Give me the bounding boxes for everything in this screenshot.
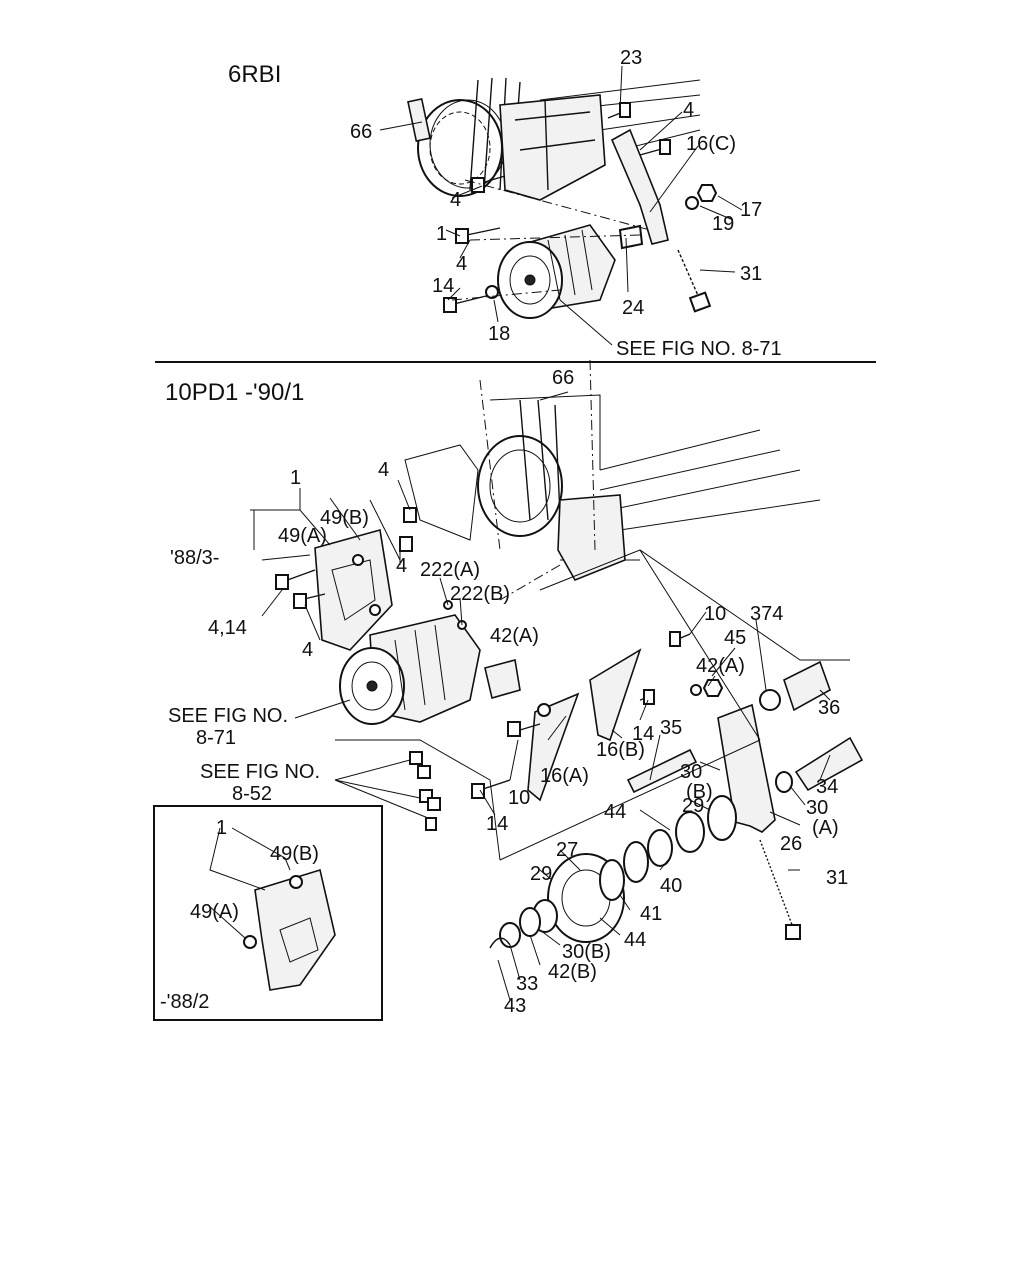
main-callout-1: 1 [290,467,301,489]
main-callout-66: 66 [552,367,574,389]
main-callout-16b: 16(B) [596,739,645,761]
main-callout-44a: 44 [604,801,626,823]
top-bracket [499,94,606,201]
main-callout-26: 26 [780,833,802,855]
main-section-title: 10PD1 -'90/1 [165,379,304,406]
main-callout-49b: 49(B) [320,507,369,529]
top-callout-4c: 4 [456,253,467,275]
top-callout-24: 24 [622,297,644,319]
top-pulley-66 [407,77,521,197]
main-callout-42a-left: 42(A) [490,625,539,647]
main-centre-lines [479,359,596,601]
main-group-outline [335,549,850,861]
top-callout-66: 66 [350,121,372,143]
main-idler-pulley-stack [489,795,737,949]
top-callout-16c: 16(C) [686,133,736,155]
main-see-fig-852-line2: 8-52 [232,783,272,805]
main-callout-10a: 10 [704,603,726,625]
top-callout-18: 18 [488,323,510,345]
top-assembly: 6RBI [228,47,782,360]
main-callout-33: 33 [516,973,538,995]
main-adjust-arm-16b [589,648,642,742]
main-see-fig-871-line2: 8-71 [196,727,236,749]
main-idler-shaft [626,748,698,794]
main-engine-lines [489,394,821,561]
main-callout-4-14: 4,14 [208,617,247,639]
top-callout-14: 14 [432,275,454,297]
main-callout-40: 40 [660,875,682,897]
inset-bracket [254,868,336,991]
inset-panel: 1 49(B) 49(A) -'88/2 [153,805,383,1021]
main-callout-14a: 14 [632,723,654,745]
main-assembly: 10PD1 -'90/1 [165,359,864,1017]
main-mounting-bracket [314,528,393,651]
main-callout-31: 31 [826,867,848,889]
main-callout-42b: 42(B) [548,961,597,983]
main-callout-30-right: 30 [806,797,828,819]
main-see-fig-871-line1: SEE FIG NO. [168,705,288,727]
top-compressor [497,224,616,319]
main-callout-36: 36 [818,697,840,719]
main-callout-29a: 29 [682,795,704,817]
inset-callout-1: 1 [216,817,227,839]
main-callout-44b: 44 [624,929,646,951]
main-callout-30b2: 30(B) [562,941,611,963]
main-part-374 [759,689,781,711]
main-callout-30-a: (A) [812,817,839,839]
top-callout-4b: 4 [450,189,461,211]
top-callout-1: 1 [436,223,447,245]
top-centre-lines [451,179,651,301]
inset-callout-49a: 49(A) [190,901,239,923]
inset-callout-49b: 49(B) [270,843,319,865]
main-callout-41: 41 [640,903,662,925]
top-callout-23: 23 [620,47,642,69]
main-callout-10b: 10 [508,787,530,809]
top-callout-17: 17 [740,199,762,221]
main-callout-4b: 4 [396,555,407,577]
main-callout-16a: 16(A) [540,765,589,787]
top-callout-31: 31 [740,263,762,285]
top-bracket-detail [514,99,596,191]
main-callout-88-3: '88/3- [170,547,219,569]
main-fasteners [275,507,724,831]
top-adjust-arm [610,128,669,245]
main-callout-374: 374 [750,603,783,625]
top-callout-4: 4 [683,99,694,121]
main-engine-bracket-left [404,444,479,541]
main-connector [484,659,521,700]
main-callout-27: 27 [556,839,578,861]
main-callout-4a: 4 [378,459,389,481]
main-callout-30-b: (B) [686,781,713,803]
top-section-title: 6RBI [228,61,281,88]
main-callout-49a: 49(A) [278,525,327,547]
main-callout-34: 34 [816,776,838,798]
main-pulley-66 [477,399,563,537]
main-bolt-31 [759,839,795,931]
main-callout-43: 43 [504,995,526,1017]
inset-date-label: -'88/2 [160,991,209,1013]
main-callout-45: 45 [724,627,746,649]
main-callout-42a-right: 42(A) [696,655,745,677]
main-part-36 [783,660,831,712]
main-see-fig-852-line1: SEE FIG NO. [200,761,320,783]
main-callout-222b: 222(B) [450,583,510,605]
main-callout-29b: 29 [530,863,552,885]
main-callout-222a: 222(A) [420,559,480,581]
main-callout-30: 30 [680,761,702,783]
main-part-34 [794,736,864,792]
main-callout-14b: 14 [486,813,508,835]
main-compressor [339,614,481,725]
main-adjust-arm-16a [527,692,580,802]
top-fasteners [443,102,718,313]
top-see-fig: SEE FIG NO. 8-71 [616,338,782,360]
main-callout-4c: 4 [302,639,313,661]
top-callout-19: 19 [712,213,734,235]
main-timing-cover [557,494,626,582]
main-callout-35: 35 [660,717,682,739]
